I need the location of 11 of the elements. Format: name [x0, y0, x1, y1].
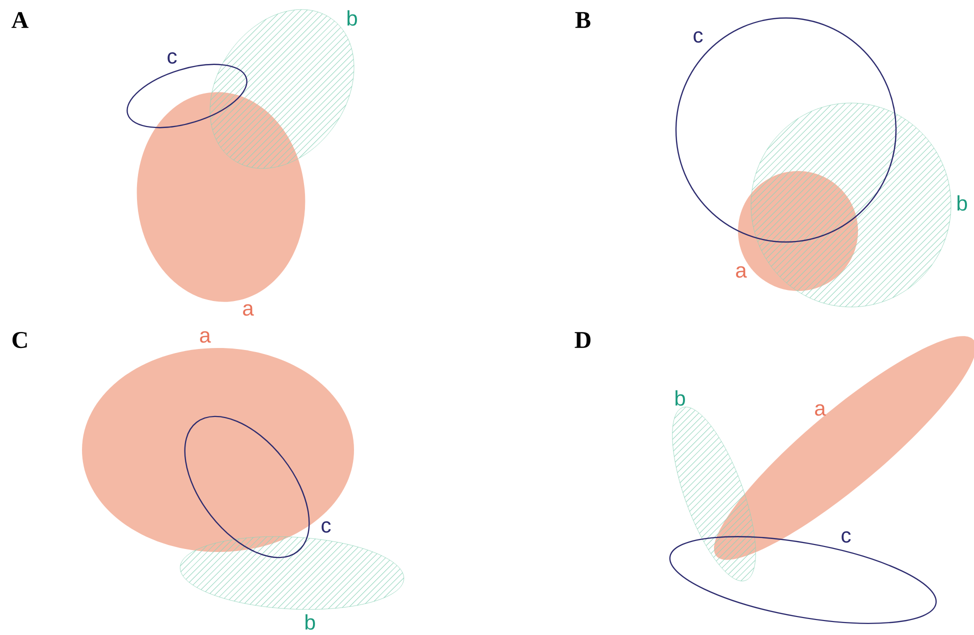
- node-label: c: [322, 521, 331, 533]
- node-label: b: [676, 390, 685, 406]
- panel-letter: D: [574, 332, 590, 348]
- node-label: a: [200, 331, 211, 343]
- panel-letter: B: [575, 12, 590, 28]
- node-label: b: [958, 195, 967, 211]
- node-label: b: [306, 614, 315, 630]
- panel-letter: C: [12, 332, 27, 348]
- panel-letter: A: [12, 12, 28, 28]
- node-label: a: [243, 304, 254, 316]
- node-label: c: [168, 52, 177, 64]
